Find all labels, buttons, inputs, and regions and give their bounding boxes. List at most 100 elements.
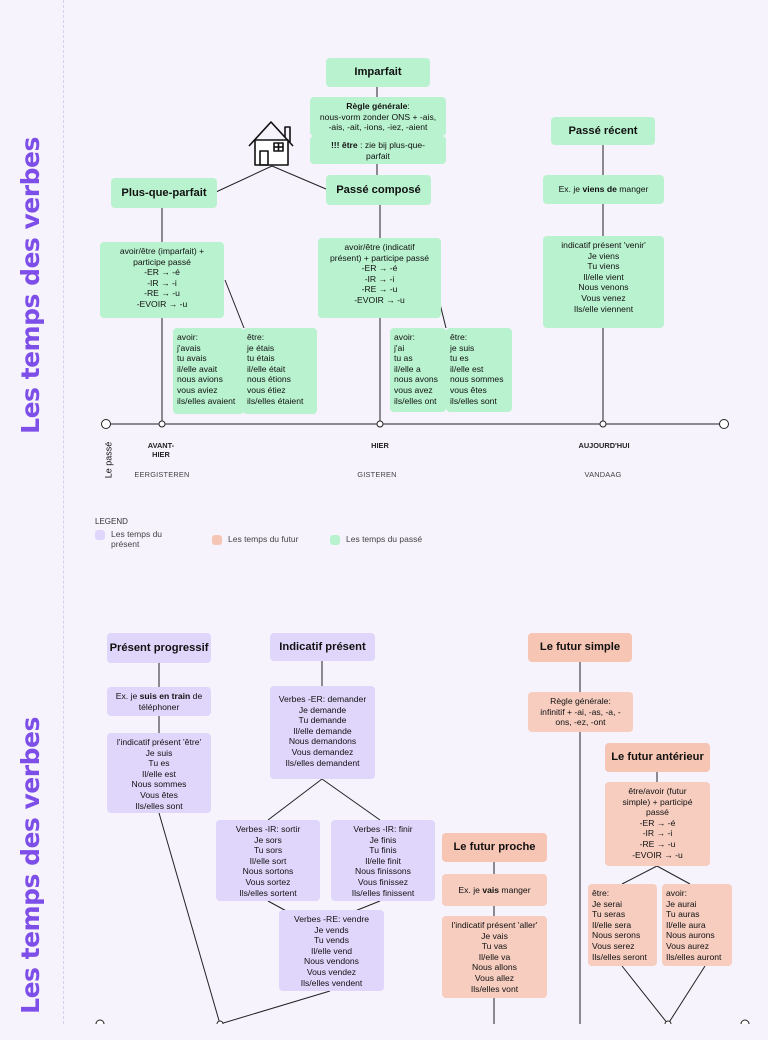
box-line: -ER → -é	[103, 267, 221, 278]
box-text: -ER → -é	[639, 817, 676, 828]
box-text-bold: viens de	[582, 184, 617, 195]
box-line: -EVOIR → -u	[321, 295, 438, 306]
box-line: Ex. je suis en train de	[110, 691, 208, 702]
box-line: -ER → -é	[608, 818, 707, 829]
box-line: Vous êtes	[110, 790, 208, 801]
box-line: Ils/elles finissent	[351, 887, 415, 898]
frame-edge	[63, 0, 64, 1024]
box-line: j'avais	[177, 342, 201, 353]
box-title-text: Passé récent	[568, 124, 638, 137]
timeline-translation-vandaag: VANDAAG	[584, 470, 622, 479]
legend-item-futur: Les temps du futur	[212, 534, 298, 545]
box-line: Ils/elles seront	[592, 951, 647, 962]
box-text: Nous allons	[472, 962, 517, 973]
box-text: Règle générale:	[550, 696, 611, 706]
timeline-translation-eergisteren: EERGISTEREN	[134, 470, 190, 479]
box-text: être/avoir (futur	[628, 786, 687, 796]
box-text: Ex. je	[115, 691, 140, 701]
box-title-text: Indicatif présent	[279, 640, 366, 653]
box-text: parfait	[366, 150, 390, 161]
box-line: tu as	[394, 353, 413, 364]
box-title-text: Imparfait	[354, 66, 402, 78]
box-text: -ER → -é	[144, 267, 180, 278]
legend-swatch-passe	[330, 535, 340, 545]
timeline-point-avant-hier	[158, 420, 166, 428]
house-icon	[248, 121, 294, 166]
box-line: -RE → -u	[103, 288, 221, 299]
box-line: être:	[450, 332, 468, 342]
box-text: simple) + participé	[622, 796, 693, 807]
box-line: il/elle a	[394, 363, 421, 374]
box-text: Nous sommes	[131, 779, 187, 790]
timeline-point-aujourdhui	[599, 420, 607, 428]
legend-item-present: Les temps du présent	[95, 529, 205, 549]
box-text: Ils/elles sont	[135, 800, 183, 811]
box-line: l'indicatif présent 'aller'	[445, 920, 544, 931]
box-line: Vous venez	[546, 293, 661, 304]
plus-que-parfait-title: Plus-que-parfait	[111, 178, 217, 208]
box-line: Ils/elles vendent	[300, 977, 363, 988]
box-text: Ex. je	[558, 184, 583, 195]
box-line: infinitif + -ai, -as, -a, -	[531, 707, 630, 718]
box-text: -RE → -u	[361, 284, 398, 295]
box-line: Il/elle sera	[592, 919, 632, 930]
box-text: Je viens	[587, 250, 620, 261]
legend-item-passe: Les temps du passé	[330, 534, 422, 545]
box-line: Vous finissez	[357, 876, 409, 887]
box-text: -EVOIR → -u	[354, 294, 405, 305]
box-line: Ils/elles sortent	[239, 887, 297, 898]
box-line: indicatif présent 'venir'	[546, 240, 661, 251]
box-line: vous êtes	[450, 384, 487, 395]
box-text: Vous allez	[474, 972, 515, 983]
box-text: -RE → -u	[144, 288, 180, 299]
box-line: Ils/elles demandent	[285, 757, 360, 768]
box-text: présent) + participe passé	[329, 252, 430, 263]
box-line: nous avons	[394, 374, 438, 385]
box-text: : zie bij plus-que-	[357, 140, 426, 150]
futur-anterieur-title: Le futur antérieur	[605, 743, 710, 772]
box-line: Nous allons	[445, 962, 544, 973]
box-line: -RE → -u	[321, 284, 438, 295]
box-line: Je aurai	[666, 898, 697, 909]
box-line: passé	[608, 807, 707, 818]
box-title-text: Le futur simple	[539, 641, 621, 653]
box-line: Tu auras	[666, 909, 700, 920]
box-text: téléphoner	[138, 701, 180, 712]
box-line: l'indicatif présent 'être'	[110, 737, 208, 748]
box-line: avoir/être (imparfait) +	[103, 246, 221, 257]
box-text: Vous êtes	[140, 789, 178, 800]
box-line: être:	[592, 888, 610, 898]
timeline-point-hier	[376, 420, 384, 428]
box-text: :	[407, 101, 410, 111]
box-text: -ais, -ait, -ions, -iez, -aient	[328, 122, 428, 133]
box-line: Nous sortons	[242, 866, 294, 877]
plus-que-parfait-rule: avoir/être (imparfait) +participe passé-…	[100, 242, 224, 318]
box-text: passé	[646, 807, 669, 818]
box-title-text: Le futur proche	[453, 841, 536, 853]
box-text: -IR → -i	[642, 828, 673, 839]
box-text: de	[190, 691, 203, 701]
box-text: participe passé	[133, 256, 191, 267]
box-text: Ils/elles vont	[470, 983, 519, 994]
box-line: Ex. je viens de manger	[559, 184, 649, 195]
box-title-text: Le futur antérieur	[611, 751, 704, 763]
box-text: avoir/être (imparfait) +	[119, 246, 205, 256]
box-line: vous avez	[394, 384, 433, 395]
box-line: tu avais	[177, 353, 207, 364]
box-line: Tu demande	[298, 715, 347, 726]
box-line: Vous sortez	[245, 876, 291, 887]
imparfait-etre-note: !!! être : zie bij plus-que-parfait	[310, 136, 446, 164]
imparfait-title: Imparfait	[326, 58, 430, 87]
indicatif-present-title: Indicatif présent	[270, 633, 375, 661]
box-line: Je sors	[254, 834, 282, 845]
box-line: Verbes -IR: finir	[353, 824, 413, 834]
box-line: avoir:	[394, 332, 416, 342]
box-line: Tu seras	[592, 909, 626, 920]
box-line: tu étais	[247, 353, 275, 364]
